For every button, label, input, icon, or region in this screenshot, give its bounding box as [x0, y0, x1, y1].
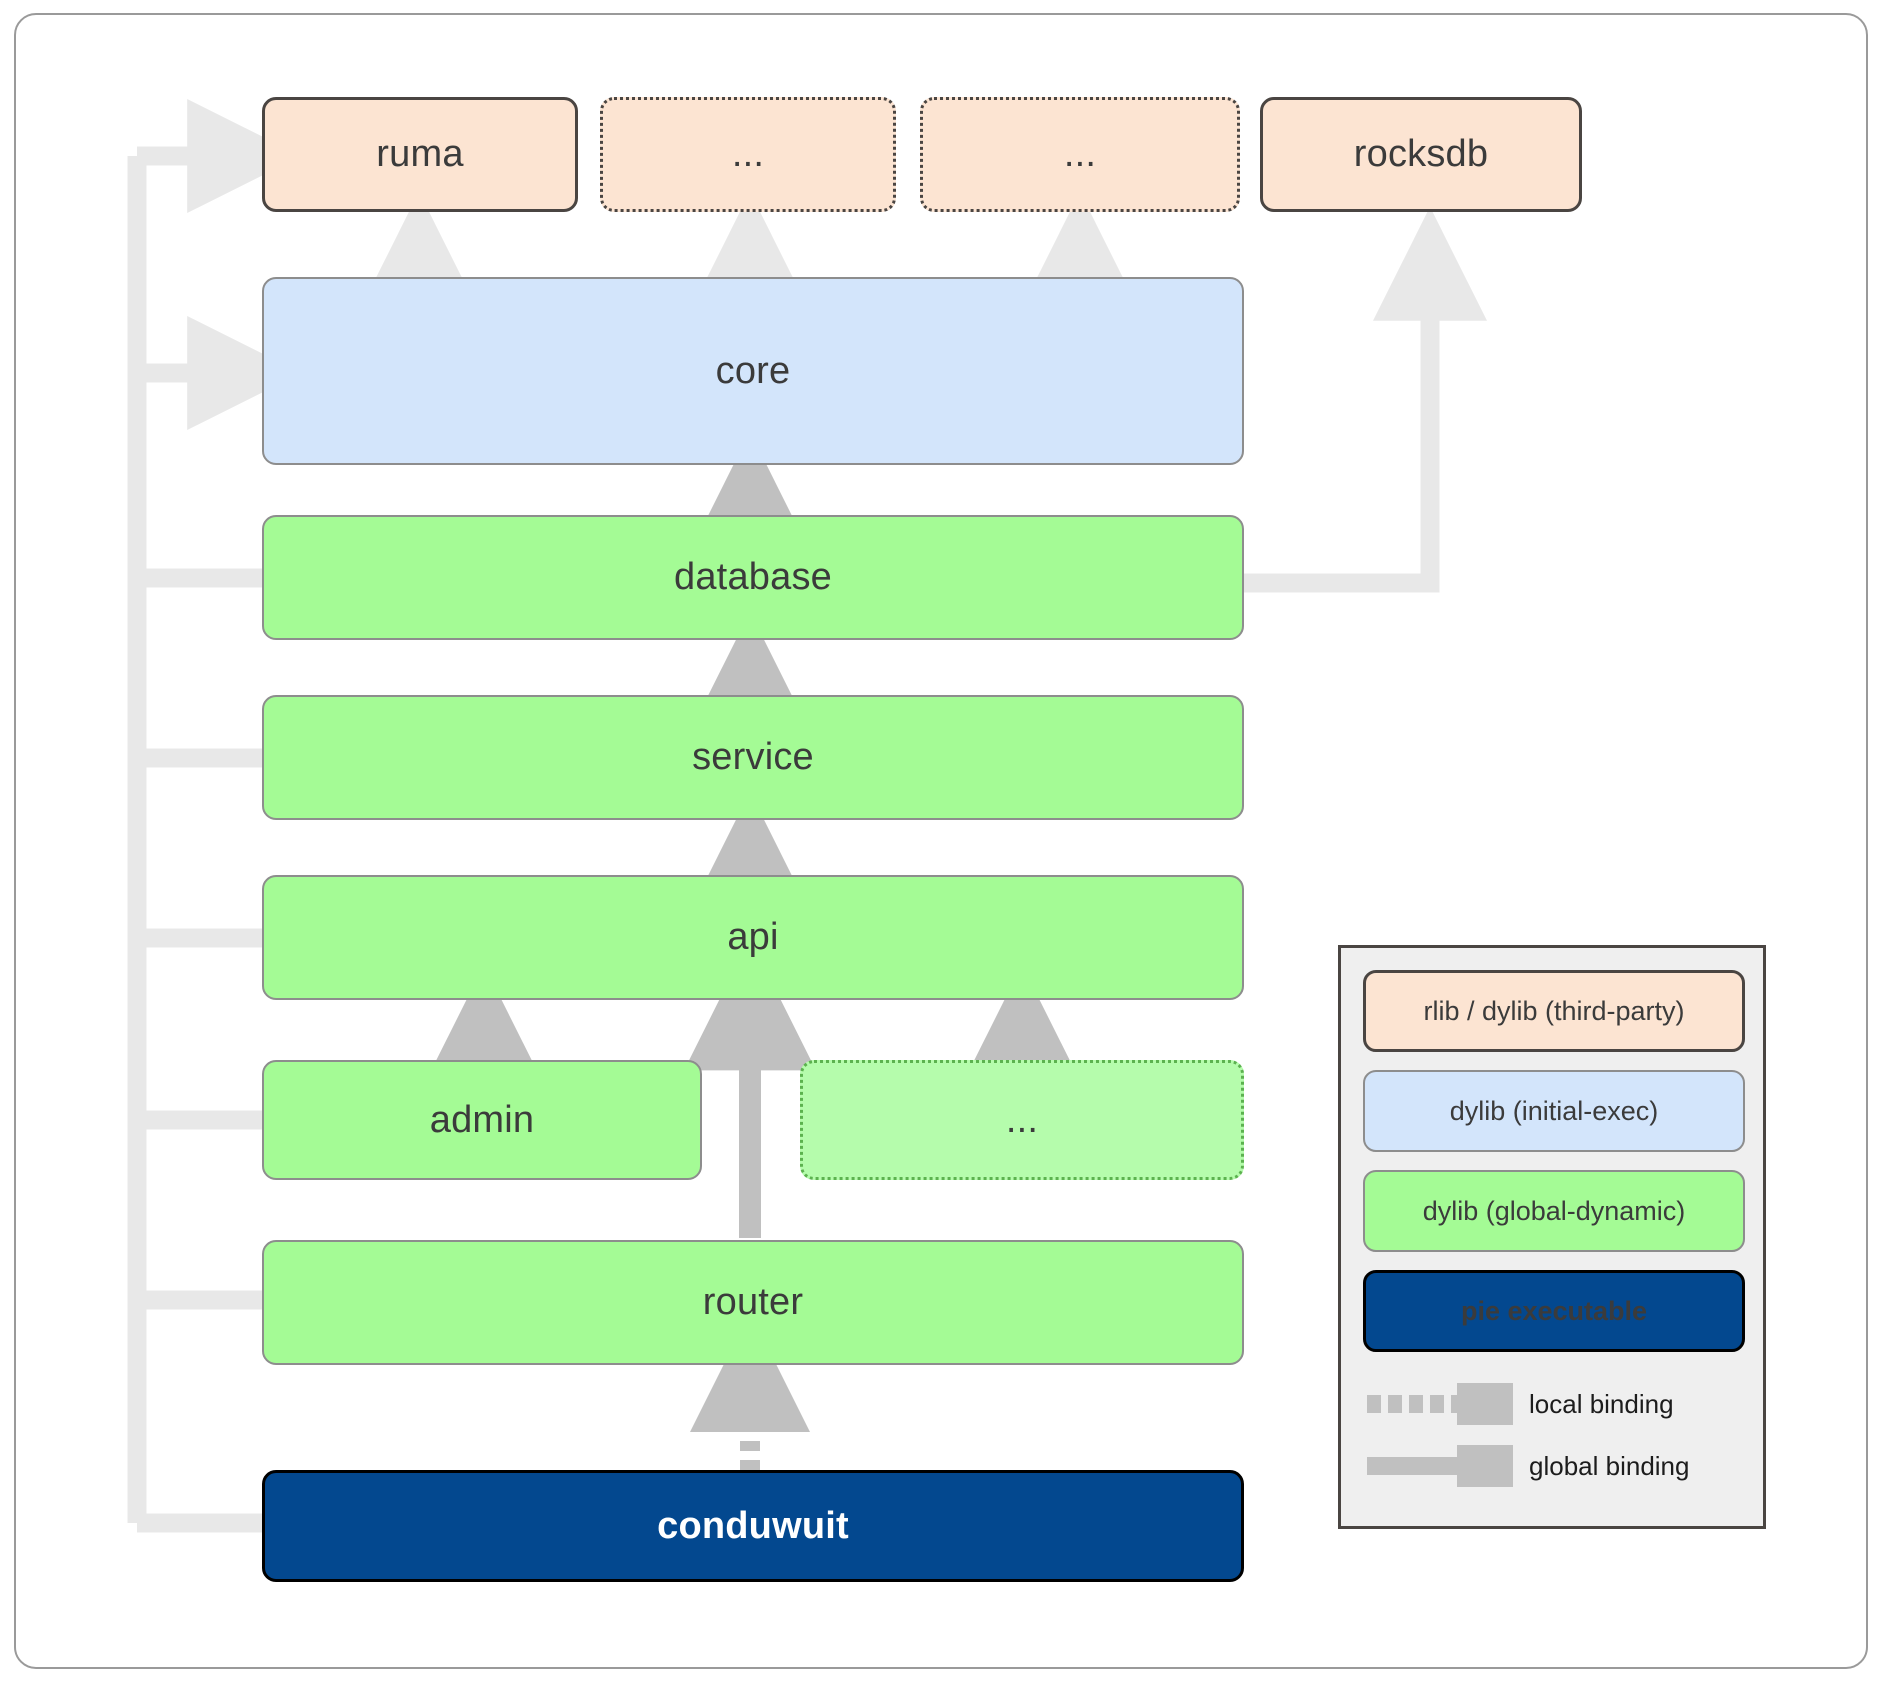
- node-label: rocksdb: [1353, 133, 1489, 175]
- node-thirdparty-ellipsis-1[interactable]: ...: [600, 97, 896, 212]
- node-router[interactable]: router: [262, 1240, 1244, 1365]
- legend-swatch-global-dynamic: dylib (global-dynamic): [1363, 1170, 1745, 1252]
- node-label: ...: [731, 133, 765, 175]
- global-binding-arrow-icon: [1367, 1445, 1513, 1487]
- legend-panel: rlib / dylib (third-party) dylib (initia…: [1338, 945, 1766, 1529]
- legend-binding-global: global binding: [1363, 1438, 1749, 1494]
- node-label: router: [702, 1281, 804, 1323]
- node-admin[interactable]: admin: [262, 1060, 702, 1180]
- local-binding-arrow-icon: [1367, 1383, 1513, 1425]
- node-conduwuit[interactable]: conduwuit: [262, 1470, 1244, 1582]
- node-label: core: [715, 349, 791, 392]
- legend-swatch-label: pie executable: [1460, 1295, 1648, 1326]
- node-rocksdb[interactable]: rocksdb: [1260, 97, 1582, 212]
- node-label: conduwuit: [657, 1504, 849, 1547]
- node-label: api: [727, 916, 779, 958]
- node-label: database: [674, 556, 832, 598]
- node-label: service: [692, 736, 814, 778]
- node-globaldynamic-ellipsis[interactable]: ...: [800, 1060, 1244, 1180]
- node-ruma[interactable]: ruma: [262, 97, 578, 212]
- node-service[interactable]: service: [262, 695, 1244, 820]
- legend-swatch-initial-exec: dylib (initial-exec): [1363, 1070, 1745, 1152]
- legend-swatch-pie-executable: pie executable: [1363, 1270, 1745, 1352]
- node-label: admin: [429, 1098, 535, 1141]
- legend-swatch-label: dylib (global-dynamic): [1422, 1195, 1686, 1226]
- legend-swatch-label: rlib / dylib (third-party): [1423, 995, 1685, 1026]
- node-label: ...: [1063, 133, 1097, 175]
- node-core[interactable]: core: [262, 277, 1244, 465]
- node-thirdparty-ellipsis-2[interactable]: ...: [920, 97, 1240, 212]
- legend-binding-label: local binding: [1529, 1388, 1674, 1419]
- node-label: ...: [1005, 1098, 1039, 1141]
- legend-binding-local: local binding: [1363, 1376, 1749, 1432]
- legend-swatch-label: dylib (initial-exec): [1449, 1095, 1659, 1126]
- node-database[interactable]: database: [262, 515, 1244, 640]
- legend-binding-label: global binding: [1529, 1450, 1690, 1481]
- legend-swatch-third-party: rlib / dylib (third-party): [1363, 970, 1745, 1052]
- node-label: ruma: [376, 133, 464, 175]
- node-api[interactable]: api: [262, 875, 1244, 1000]
